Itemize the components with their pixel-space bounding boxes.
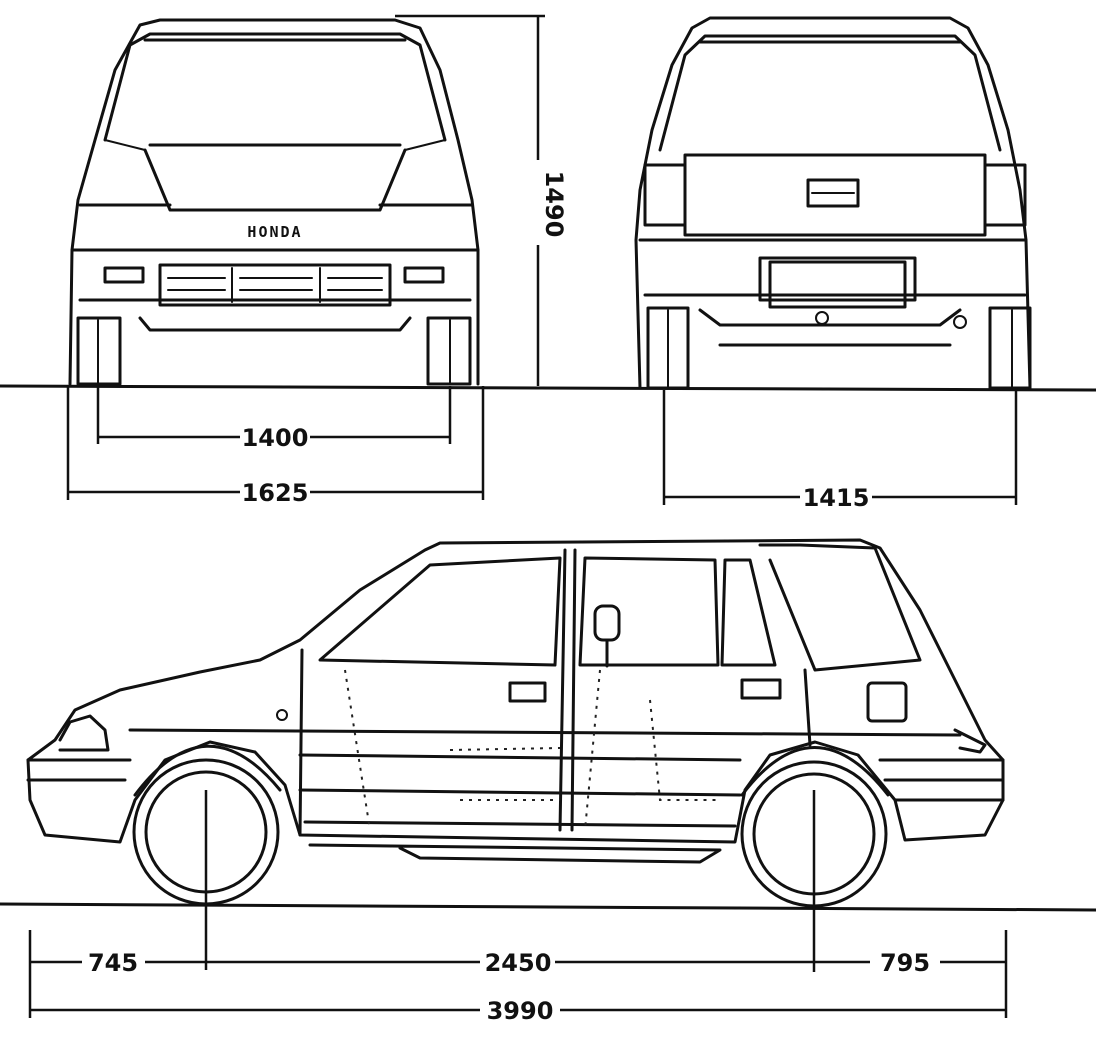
front-track-label: 1400 (242, 424, 309, 452)
ground-line-top (0, 384, 1096, 392)
grille-badge-text: HONDA (247, 223, 302, 241)
front-view: HONDA (68, 18, 480, 386)
height-dimension: 1490 (395, 14, 568, 386)
front-track-dimension: 1400 (96, 386, 452, 452)
rear-overhang-label: 795 (880, 949, 930, 977)
rear-track-label: 1415 (803, 484, 870, 512)
rear-view (634, 16, 1032, 390)
front-width-dimension: 1625 (66, 386, 485, 507)
height-label: 1490 (540, 171, 568, 238)
ground-line-bottom (0, 902, 1096, 912)
side-dimensions (28, 790, 1008, 1018)
front-overhang-label: 745 (88, 949, 138, 977)
side-view (26, 538, 1005, 908)
rear-track-dimension: 1415 (662, 390, 1018, 512)
front-width-label: 1625 (242, 479, 309, 507)
wheelbase-label: 2450 (485, 949, 552, 977)
length-label: 3990 (487, 997, 554, 1025)
